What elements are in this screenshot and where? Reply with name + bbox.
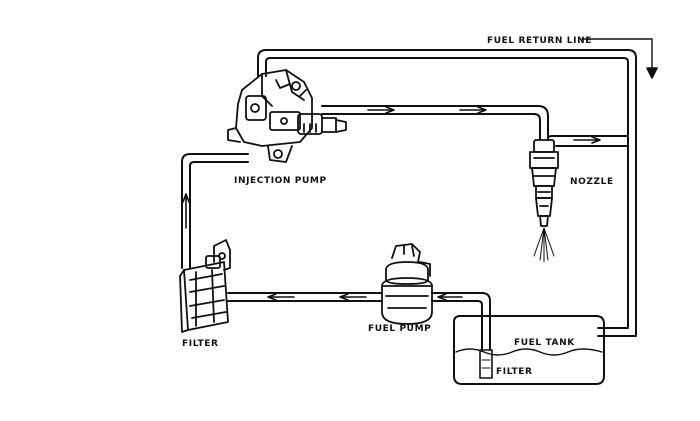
pressure-line-inner <box>321 113 541 141</box>
flow-arrows <box>182 38 658 301</box>
return-line-outer <box>257 49 637 337</box>
label-fuel-tank: FUEL TANK <box>514 338 575 348</box>
flow-arrow-icon <box>573 136 601 144</box>
fuel-filter-icon <box>179 239 231 333</box>
label-fuel-return-line: FUEL RETURN LINE <box>487 36 592 46</box>
flow-arrow-icon <box>267 293 295 301</box>
fuel-pump-icon <box>381 243 433 325</box>
flow-arrow-icon <box>367 106 395 114</box>
return-line-leader <box>581 38 653 73</box>
flow-arrow-icon <box>339 293 367 301</box>
flow-arrow-icon <box>459 106 487 114</box>
filter-to-pump-inner <box>189 161 249 269</box>
tank-to-fuelpump-outer <box>431 292 491 351</box>
nozzle-icon <box>529 139 559 263</box>
tank-to-fuelpump-inner <box>431 300 483 351</box>
flow-arrow-icon <box>437 293 463 301</box>
label-filter: FILTER <box>182 339 219 349</box>
nozzle-return-outer <box>547 135 629 139</box>
fuel-lines <box>181 49 637 351</box>
label-fuel-pump: FUEL PUMP <box>368 324 431 334</box>
label-nozzle: NOZZLE <box>570 177 614 187</box>
injection-pump-icon <box>227 69 347 163</box>
pressure-line-outer <box>321 105 549 141</box>
flow-arrow-icon <box>646 67 658 79</box>
label-tank-filter: FILTER <box>496 367 533 377</box>
labels: FUEL RETURN LINE INJECTION PUMP NOZZLE F… <box>182 36 614 377</box>
filter-to-pump-outer <box>181 153 249 269</box>
label-injection-pump: INJECTION PUMP <box>234 176 327 186</box>
flow-arrow-icon <box>182 193 190 229</box>
return-line-inner <box>265 57 629 329</box>
fuel-tank-icon <box>453 315 605 385</box>
